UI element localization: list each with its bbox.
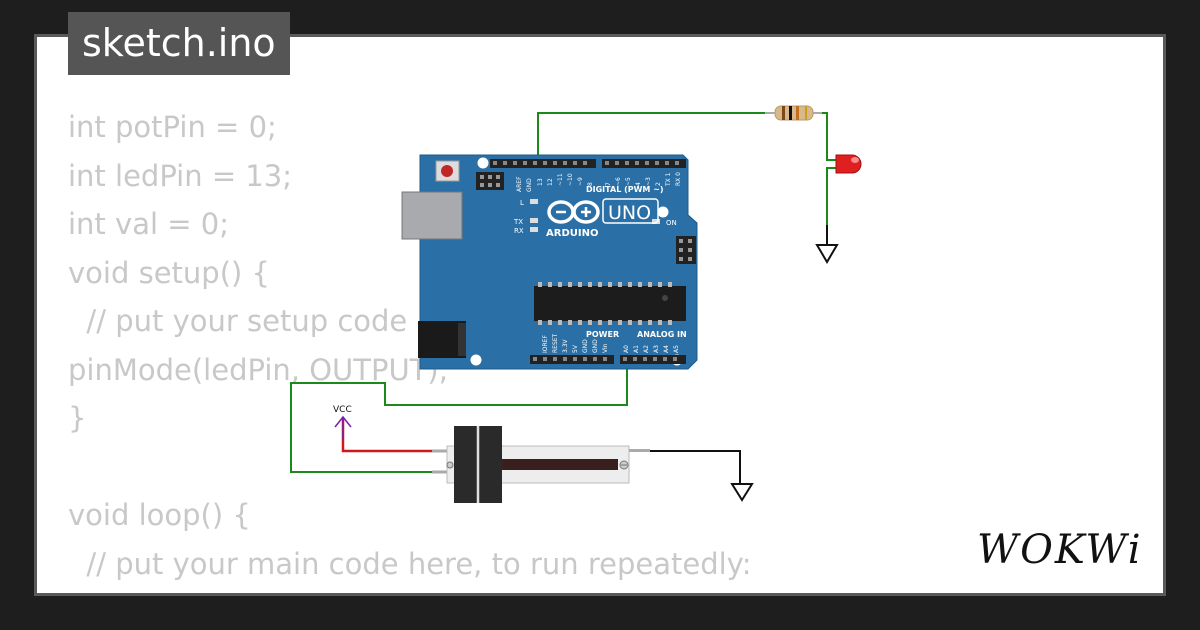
power-header (530, 355, 614, 364)
code-line[interactable]: pinMode(ledPin, OUTPUT); (68, 352, 449, 387)
pin-label: IOREF (542, 335, 549, 353)
pin-label: Vin (602, 343, 609, 353)
atmega-chip (534, 282, 686, 325)
ground-symbol-led (815, 244, 839, 264)
digital-header-low (602, 159, 686, 168)
vcc-label: VCC (333, 405, 352, 415)
board-brand-label: ARDUINO (546, 228, 598, 239)
pin-label: 3.3V (562, 338, 569, 353)
wire-resistor-led[interactable] (822, 112, 840, 161)
pin-label: GND (582, 339, 589, 353)
wire-pot-gnd[interactable] (650, 450, 741, 484)
led-red[interactable] (835, 154, 862, 174)
pin-label: 7 (605, 182, 612, 186)
usb-connector (401, 191, 463, 240)
board-led-rx (530, 227, 538, 232)
wire-vcc[interactable] (341, 418, 432, 453)
pin-label: RESET (552, 333, 559, 353)
power-label: POWER (586, 330, 619, 339)
wokwi-logo-text: WOKWi (977, 527, 1143, 571)
pin-label: RX 0 (675, 172, 682, 186)
pin-label: A0 (623, 345, 630, 353)
ground-symbol-pot (730, 483, 754, 502)
code-line[interactable]: void setup() { (68, 255, 270, 290)
pin-label: 12 (547, 178, 554, 186)
code-line[interactable]: } (68, 401, 87, 435)
pin-label: ~10 (567, 173, 574, 186)
board-led-tx (530, 218, 538, 223)
pin-label: A3 (653, 345, 660, 353)
icsp-header (476, 172, 504, 190)
code-line[interactable]: void loop() { (68, 498, 251, 532)
mount-hole (470, 354, 482, 366)
wire-a0[interactable] (290, 360, 628, 473)
pin-label: TX 1 (665, 172, 672, 187)
pin-label: A2 (643, 345, 650, 353)
rx-label: RX (514, 227, 524, 235)
gnd-label: GND (526, 178, 533, 192)
code-line[interactable]: int ledPin = 13; (68, 158, 293, 193)
pin-label: 5V (572, 344, 579, 353)
pin-label: ~9 (577, 177, 584, 186)
code-line[interactable]: int potPin = 0; (68, 110, 277, 144)
aref-label: AREF (516, 176, 523, 192)
code-editor[interactable]: int potPin = 0; int ledPin = 13; int val =… (68, 103, 752, 593)
digital-header-high (490, 159, 596, 168)
arduino-uno-board[interactable]: UNO ARDUINO DIGITAL (PWM ~) ANALOG IN PO… (401, 154, 698, 370)
analog-header (620, 355, 686, 364)
pin-label: A4 (663, 345, 670, 353)
tx-label: TX (513, 218, 523, 226)
pin-label: ~6 (615, 177, 622, 186)
pin-label: 2 (655, 182, 662, 186)
pin-label: 8 (587, 182, 594, 186)
arduino-infinity-icon (547, 200, 600, 224)
resistor[interactable] (765, 105, 822, 121)
mount-hole (657, 206, 669, 218)
board-model-label: UNO (608, 202, 651, 224)
wokwi-logo: WOKWi (977, 527, 1143, 571)
pin-label: ~3 (645, 177, 652, 186)
slide-potentiometer[interactable] (432, 426, 650, 503)
wire-led-gnd[interactable] (826, 167, 840, 225)
analog-label: ANALOG IN (637, 330, 687, 339)
code-line[interactable]: // put your setup code (68, 304, 408, 338)
mount-hole (477, 157, 489, 169)
file-tab[interactable]: sketch.ino (68, 12, 290, 75)
pin-label: ~11 (557, 173, 564, 186)
code-line[interactable]: int val = 0; (68, 207, 229, 241)
pin-label: GND (592, 339, 599, 353)
pin-label: 13 (537, 178, 544, 186)
code-line[interactable]: // put your main code here, to run repea… (68, 546, 752, 581)
icsp-header-right (676, 236, 696, 264)
digital-label: DIGITAL (PWM ~) (586, 185, 664, 194)
l-label: L (520, 199, 524, 207)
canvas-frame: int potPin = 0; int ledPin = 13; int val =… (34, 34, 1166, 596)
board-led-on (652, 219, 660, 224)
pin-label: A5 (673, 345, 680, 353)
on-label: ON (666, 219, 677, 227)
pin-label: A1 (633, 345, 640, 353)
pin-label: ~5 (625, 177, 632, 186)
pin-label: 4 (635, 182, 642, 186)
board-led-l (530, 199, 538, 204)
wire-led-anode[interactable] (537, 112, 765, 165)
